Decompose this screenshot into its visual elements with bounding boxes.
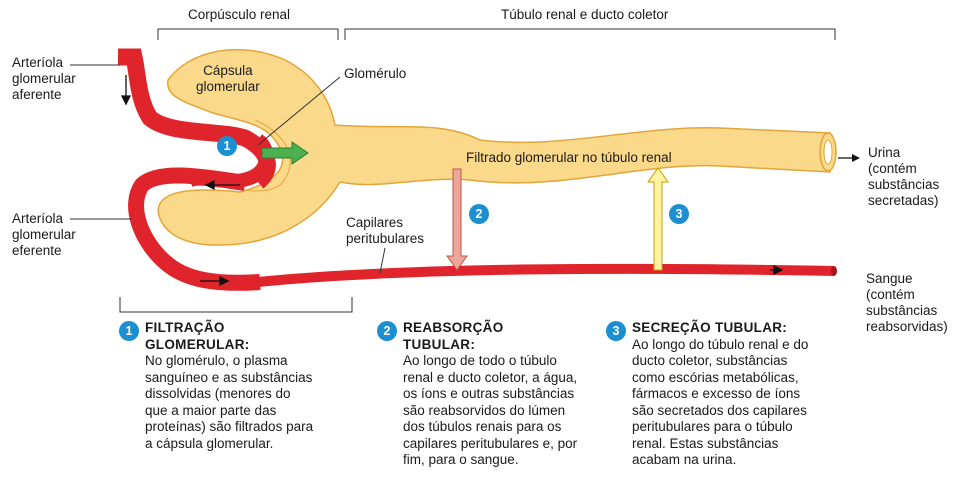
capsular-space xyxy=(229,119,291,192)
glomerular-capsule xyxy=(157,48,831,246)
step-body: Ao longo do túbulo renal e do ducto cole… xyxy=(632,336,809,468)
afferent-label: Arteríola glomerular aferente xyxy=(12,55,76,102)
step-number: 3 xyxy=(606,321,626,341)
capillaries-label: Capilares peritubulares xyxy=(346,215,425,246)
step-reabsorption: 2 REABSORÇÃO TUBULAR: Ao longo de todo o… xyxy=(377,320,607,469)
blood-label: Sangue (contém substâncias reabsorvidas) xyxy=(866,271,948,334)
filtration-arrow xyxy=(261,141,309,165)
capillaries-leader xyxy=(379,247,386,274)
step-title: FILTRAÇÃO GLOMERULAR: xyxy=(145,320,250,352)
tubule-duct-bracket xyxy=(344,28,836,40)
filtration-bracket xyxy=(119,297,353,313)
renal-corpuscle-bracket xyxy=(157,28,339,40)
renal-corpuscle-header: Corpúsculo renal xyxy=(188,7,291,22)
capsule-label: Cápsula glomerular xyxy=(196,63,260,94)
step-title: REABSORÇÃO TUBULAR: xyxy=(403,320,504,352)
step-filtration: 1 FILTRAÇÃO GLOMERULAR: No glomérulo, o … xyxy=(119,320,349,452)
tubule-lumen xyxy=(823,139,833,165)
reabsorption-arrow xyxy=(446,168,468,271)
step-number: 1 xyxy=(119,321,139,341)
badge-1: 1 xyxy=(217,136,237,156)
badge-3: 3 xyxy=(669,204,689,224)
urine-arrowhead xyxy=(852,154,860,162)
step-number: 2 xyxy=(377,321,397,341)
step-title: SECREÇÃO TUBULAR: xyxy=(632,320,788,335)
efferent-arteriole xyxy=(128,167,261,291)
tubule-duct-header: Túbulo renal e ducto coletor xyxy=(501,7,669,22)
filtrate-label: Filtrado glomerular no túbulo renal xyxy=(466,150,672,165)
glomerulus-label: Glomérulo xyxy=(344,66,407,81)
blood-flow-arrows xyxy=(120,75,784,287)
capillary-end xyxy=(831,266,837,276)
efferent-label: Arteríola glomerular eferente xyxy=(12,211,76,258)
badge-2: 2 xyxy=(469,204,489,224)
step-body: Ao longo de todo o túbulo renal e ducto … xyxy=(403,353,578,467)
peritubular-capillary xyxy=(257,263,835,287)
step-secretion: 3 SECREÇÃO TUBULAR: Ao longo do túbulo r… xyxy=(606,320,846,469)
step-body: No glomérulo, o plasma sanguíneo e as su… xyxy=(145,353,314,451)
secretion-arrow xyxy=(647,167,669,271)
urine-label: Urina (contém substâncias secretadas) xyxy=(868,145,940,208)
glomerulus-leader xyxy=(257,76,341,146)
